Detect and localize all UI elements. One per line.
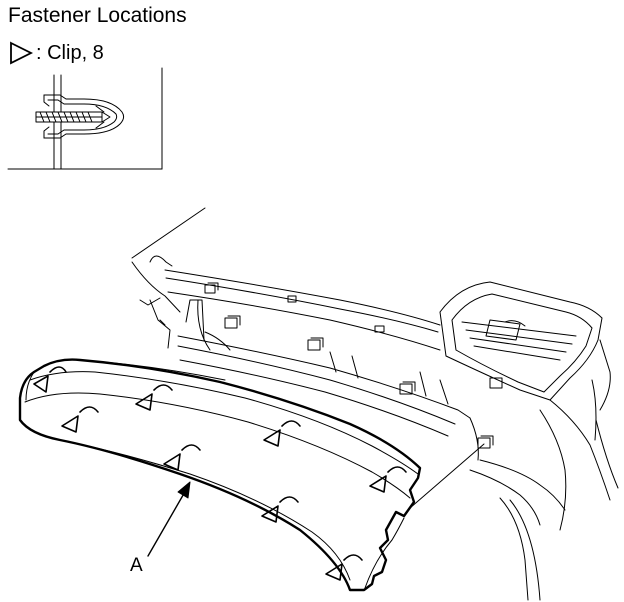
clip-triangle-icon [10, 41, 34, 65]
page-title: Fastener Locations [8, 4, 187, 27]
clip-marker-2-icon [135, 384, 173, 411]
clip-marker-4-icon [163, 444, 201, 471]
fastener-legend: : Clip, 8 [8, 40, 104, 66]
clip-markers [33, 366, 407, 581]
clip-marker-8-icon [325, 554, 363, 581]
clip-marker-7-icon [261, 496, 299, 523]
clip-marker-1-icon [33, 366, 67, 393]
callout-label-a: A [130, 555, 143, 576]
trim-panel-a [18, 358, 422, 592]
dashboard-structure [131, 207, 619, 601]
legend-text: : Clip, 8 [36, 42, 104, 64]
callout-arrow-a [147, 481, 191, 557]
clip-marker-3-icon [61, 406, 99, 433]
clip-detail-inset [7, 67, 163, 170]
clip-marker-5-icon [263, 420, 301, 447]
clip-marker-6-icon [369, 466, 407, 493]
